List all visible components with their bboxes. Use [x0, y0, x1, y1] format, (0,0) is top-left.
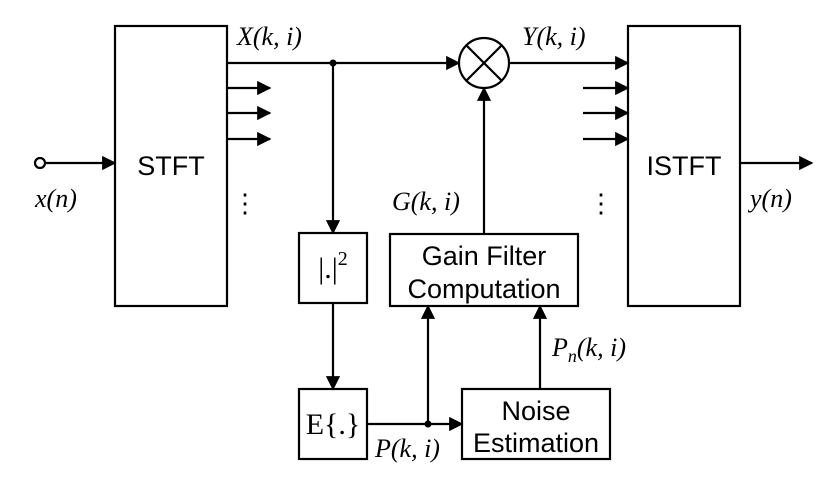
noise-estimation-label-line1: Noise — [501, 396, 570, 426]
input-signal-label: x(n) — [34, 184, 77, 213]
stft-output-ellipsis: ⋮ — [232, 189, 258, 218]
noise-psd-subscript: n — [568, 346, 577, 366]
noise-estimation-block — [460, 387, 612, 461]
magnitude-squared-exponent: 2 — [338, 248, 348, 270]
multiplier-output-signal-label: Y(k, i) — [522, 22, 586, 51]
noise-psd-base: P — [551, 333, 568, 362]
stft-output-signal-label: X(k, i) — [236, 22, 302, 51]
istft-block — [626, 24, 742, 308]
noise-psd-signal-label: Pn(k, i) — [551, 333, 626, 366]
expectation-block — [297, 387, 369, 461]
output-signal-label: y(n) — [747, 184, 792, 213]
istft-input-ellipsis: ⋮ — [588, 189, 614, 218]
magnitude-squared-base: |.| — [318, 252, 338, 285]
input-terminal — [33, 156, 47, 170]
magnitude-squared-label: |.|2 — [318, 248, 348, 285]
stft-block — [113, 24, 229, 308]
multiplier-node — [457, 36, 511, 90]
gain-filter-label-line1: Gain Filter — [422, 241, 547, 271]
stft-label: STFT — [137, 151, 205, 181]
power-signal-label: P(k, i) — [374, 434, 440, 463]
gain-filter-block — [388, 232, 580, 308]
noise-psd-args: (k, i) — [577, 333, 626, 362]
gain-filter-label-line2: Computation — [407, 274, 560, 304]
gain-signal-label: G(k, i) — [392, 187, 460, 216]
noise-estimation-label-line2: Estimation — [473, 428, 599, 458]
istft-label: ISTFT — [647, 151, 722, 181]
expectation-label: E{.} — [306, 408, 361, 441]
